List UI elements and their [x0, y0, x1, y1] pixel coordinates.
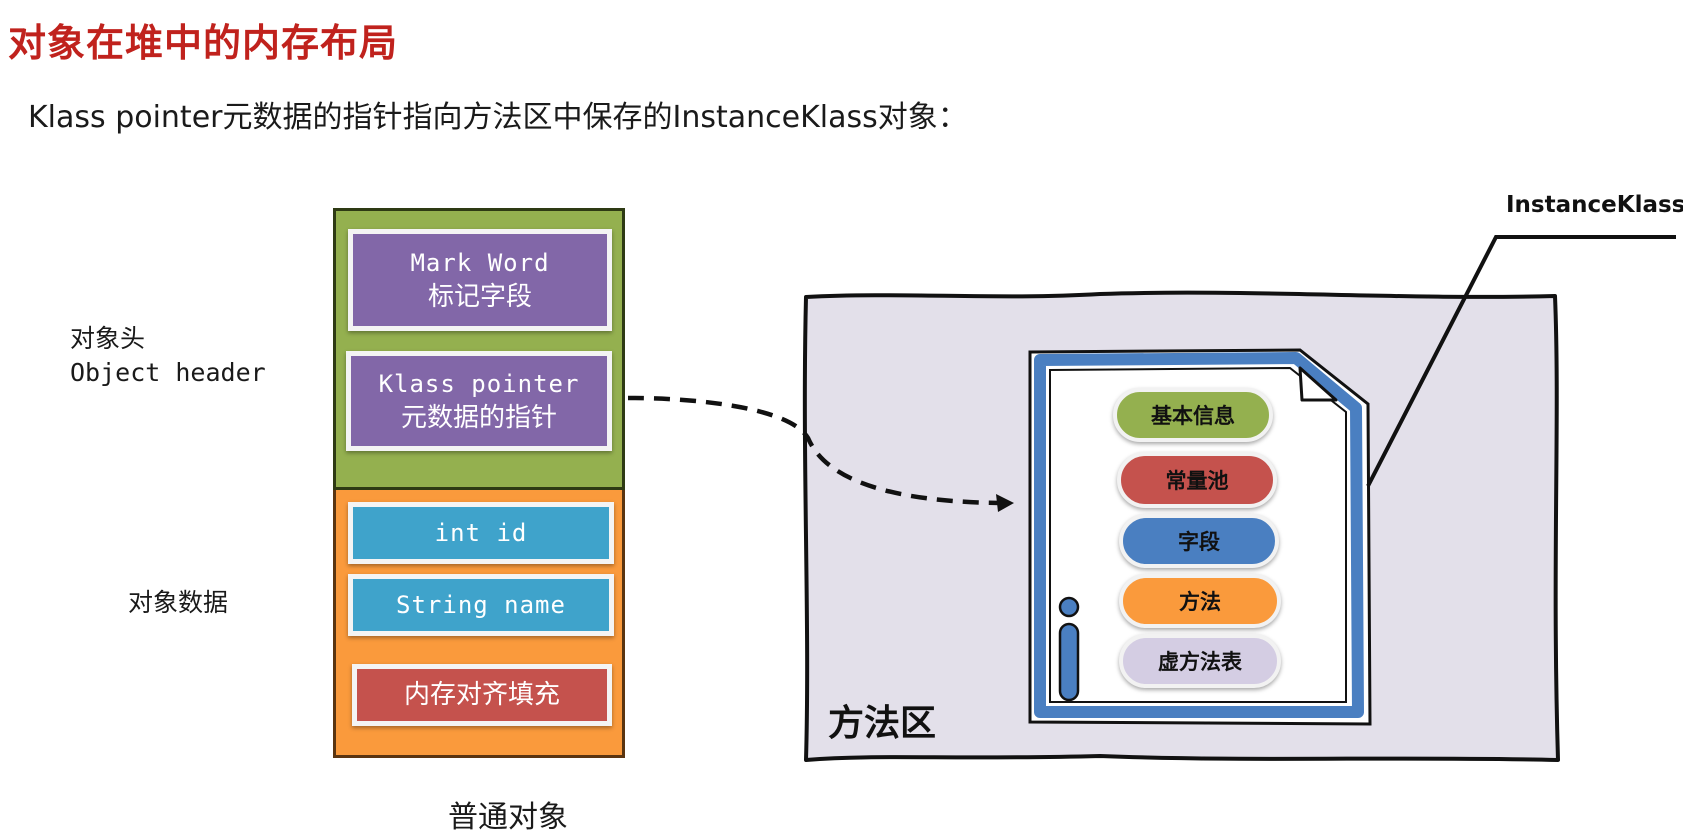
- object-header-label-zh: 对象头: [70, 324, 146, 353]
- pointer-arrowhead: [996, 494, 1014, 512]
- document-fold: [1298, 366, 1338, 402]
- string-name-field: String name: [348, 574, 614, 636]
- mark-word-field: Mark Word 标记字段: [348, 229, 612, 331]
- info-icon-bar: [1058, 622, 1080, 702]
- caption-normal-object: 普通对象: [448, 800, 568, 835]
- pill-constant-pool: 常量池: [1117, 452, 1277, 508]
- object-data-section: int id String name 内存对齐填充: [333, 490, 625, 758]
- pill-fields: 字段: [1119, 514, 1279, 568]
- mark-word-zh: 标记字段: [427, 282, 532, 312]
- int-id-field: int id: [348, 502, 614, 564]
- subtitle: Klass pointer元数据的指针指向方法区中保存的InstanceKlas…: [28, 100, 968, 135]
- page-title: 对象在堆中的内存布局: [8, 21, 399, 65]
- info-icon-dot: [1058, 596, 1080, 618]
- method-area-label: 方法区: [828, 703, 937, 744]
- klass-pointer-field: Klass pointer 元数据的指针: [346, 351, 612, 451]
- instance-klass-leader: [1366, 235, 1676, 487]
- object-data-label: 对象数据: [128, 588, 229, 617]
- document-inner-line: [1049, 366, 1347, 703]
- document-blue-border: [1034, 352, 1364, 718]
- string-name-text: String name: [396, 591, 566, 619]
- klass-pointer-zh: 元数据的指针: [400, 403, 557, 433]
- object-header-label-en: Object header: [70, 358, 266, 387]
- mark-word-en: Mark Word: [410, 249, 550, 277]
- padding-field: 内存对齐填充: [352, 664, 612, 726]
- object-header-section: Mark Word 标记字段 Klass pointer 元数据的指针: [333, 208, 625, 490]
- pill-methods: 方法: [1119, 574, 1281, 628]
- int-id-text: int id: [434, 519, 528, 547]
- pointer-arrow: [627, 395, 1001, 506]
- instance-klass-label: InstanceKlass: [1506, 192, 1683, 218]
- padding-text: 内存对齐填充: [403, 680, 560, 710]
- klass-pointer-en: Klass pointer: [378, 370, 580, 398]
- pill-virtual-method-table: 虚方法表: [1119, 634, 1281, 688]
- pill-basic-info: 基本信息: [1113, 388, 1273, 442]
